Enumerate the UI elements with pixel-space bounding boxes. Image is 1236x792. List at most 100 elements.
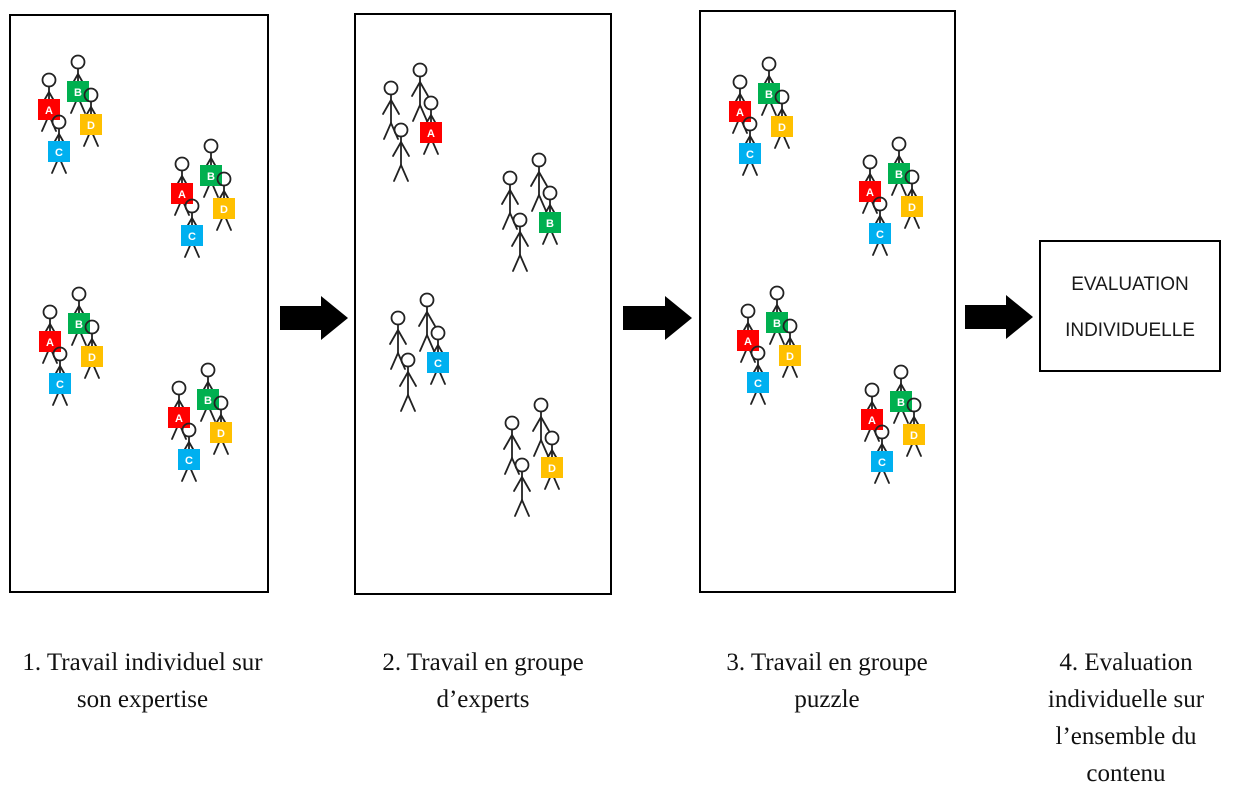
stick-figure-icon: D [903, 397, 925, 457]
stick-figure-icon [530, 152, 548, 212]
stick-figure-icon [382, 80, 400, 140]
badge-a: A [859, 181, 881, 202]
step-4-caption-line1: 4. Evaluation [1059, 649, 1193, 676]
panel-individual-work [9, 14, 269, 593]
svg-text:A: A [427, 128, 435, 140]
stick-figure-icon: D [213, 171, 235, 231]
svg-text:B: B [204, 395, 212, 407]
badge-d: D [210, 422, 232, 443]
svg-text:A: A [866, 187, 874, 199]
evaluation-box-line1: EVALUATION [1071, 274, 1189, 295]
svg-text:B: B [773, 318, 781, 330]
badge-a: A [729, 101, 751, 122]
stick-figure-icon: B [197, 362, 219, 422]
svg-text:C: C [878, 457, 886, 469]
svg-text:C: C [754, 378, 762, 390]
stick-figure-icon: B [67, 54, 89, 114]
svg-text:A: A [868, 415, 876, 427]
svg-text:B: B [74, 87, 82, 99]
panel-expert-groups [354, 13, 612, 595]
badge-c: C [871, 451, 893, 472]
right-arrow-icon [965, 295, 1033, 339]
step-3-caption: 3. Travail en groupe puzzle [697, 644, 957, 718]
badge-a: A [420, 122, 442, 143]
svg-text:C: C [188, 231, 196, 243]
badge-d: D [901, 196, 923, 217]
svg-text:B: B [75, 319, 83, 331]
stick-figure-icon [513, 457, 531, 517]
badge-c: C [49, 373, 71, 394]
badge-c: C [178, 449, 200, 470]
step-3-caption-line2: puzzle [794, 686, 860, 713]
stick-figure-icon: D [901, 169, 923, 229]
badge-d: D [80, 114, 102, 135]
stick-figure-icon: A [39, 304, 61, 364]
badge-d: D [779, 345, 801, 366]
badge-a: A [737, 330, 759, 351]
step-4-caption-line2: individuelle sur [1047, 686, 1205, 713]
step-2-caption-line2: d’experts [436, 686, 530, 713]
svg-text:A: A [744, 336, 752, 348]
stick-figure-icon [501, 170, 519, 230]
stick-figure-icon: A [168, 380, 190, 440]
badge-b: B [890, 391, 912, 412]
badge-d: D [903, 424, 925, 445]
svg-text:D: D [88, 352, 96, 364]
svg-text:A: A [45, 105, 53, 117]
badge-b: B [758, 83, 780, 104]
stick-figure-icon: D [80, 87, 102, 147]
badge-a: A [171, 183, 193, 204]
stick-figure-icon: C [427, 325, 449, 385]
stick-figure-icon: A [737, 303, 759, 363]
stick-figure-icon: B [200, 138, 222, 198]
stick-figure-icon: A [729, 74, 751, 134]
svg-text:D: D [217, 428, 225, 440]
stick-figure-icon: A [420, 95, 442, 155]
stick-figure-icon: A [171, 156, 193, 216]
right-arrow-icon [280, 296, 348, 340]
svg-text:A: A [736, 107, 744, 119]
right-arrow-icon [623, 296, 692, 340]
badge-d: D [81, 346, 103, 367]
stick-figure-icon: D [541, 430, 563, 490]
stick-figure-icon [411, 62, 429, 122]
svg-text:B: B [207, 171, 215, 183]
step-1-caption-line2: son expertise [76, 686, 209, 713]
step-1-caption: 1. Travail individuel sur son expertise [0, 644, 285, 718]
badge-c: C [869, 223, 891, 244]
stick-figure-icon: A [859, 154, 881, 214]
svg-text:B: B [897, 397, 905, 409]
stick-figure-icon: C [739, 116, 761, 176]
stick-figure-icon [389, 310, 407, 370]
stick-figure-icon: C [48, 114, 70, 174]
badge-c: C [739, 143, 761, 164]
badge-c: C [427, 352, 449, 373]
svg-text:C: C [746, 149, 754, 161]
badge-c: C [48, 141, 70, 162]
stick-figure-icon: C [49, 346, 71, 406]
stick-figure-icon [418, 292, 436, 352]
badge-a: A [38, 99, 60, 120]
stick-figure-icon: D [81, 319, 103, 379]
svg-text:B: B [765, 89, 773, 101]
badge-b: B [539, 212, 561, 233]
svg-text:D: D [87, 120, 95, 132]
stick-figure-icon [399, 352, 417, 412]
stick-figure-icon: B [888, 136, 910, 196]
stick-figure-icon: C [178, 422, 200, 482]
svg-text:C: C [876, 229, 884, 241]
svg-text:D: D [908, 202, 916, 214]
badge-b: B [888, 163, 910, 184]
badge-b: B [200, 165, 222, 186]
svg-text:D: D [220, 204, 228, 216]
step-4-caption-line3: l’ensemble du [1055, 723, 1197, 750]
stick-figure-icon: C [869, 196, 891, 256]
svg-text:D: D [786, 351, 794, 363]
stick-figure-icon: B [758, 56, 780, 116]
step-2-caption-line1: 2. Travail en groupe [382, 649, 584, 676]
badge-c: C [747, 372, 769, 393]
stick-figure-icon: B [890, 364, 912, 424]
stick-figure-icon [532, 397, 550, 457]
